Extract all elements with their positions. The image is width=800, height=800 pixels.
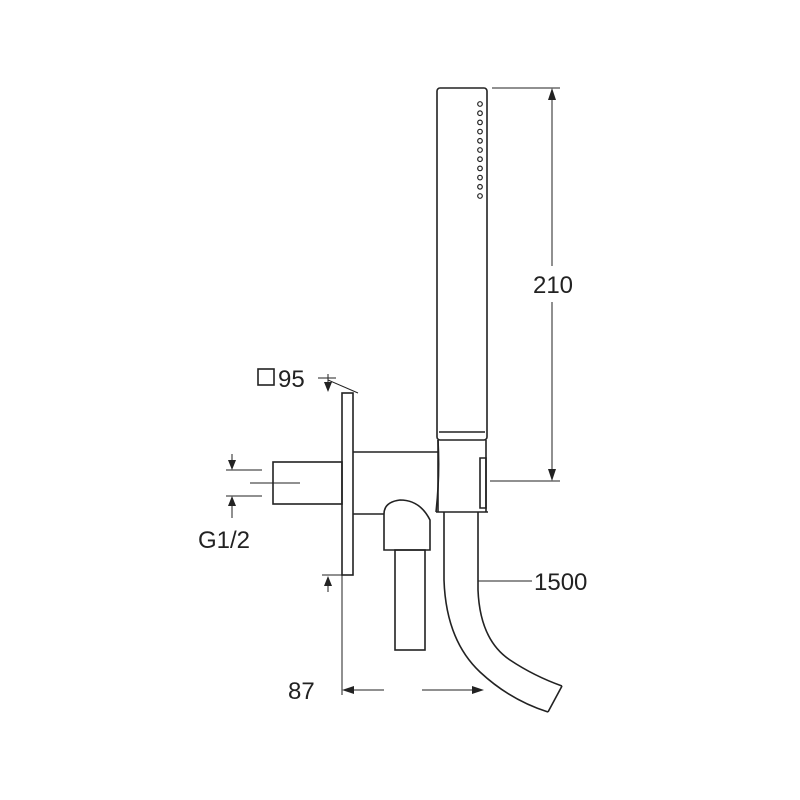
nozzle-dot (477, 137, 483, 144)
nozzle-dot (477, 101, 483, 107)
dimension-95: 95 (257, 366, 359, 592)
arrow-up (548, 88, 556, 100)
arrow-thread-top (228, 460, 236, 470)
outlet-pipe (394, 549, 426, 651)
nozzle-dot (477, 165, 483, 172)
arrow-thread-bottom (228, 496, 236, 506)
spray-nozzles (477, 101, 483, 199)
label-bg-210 (524, 266, 582, 302)
hose (443, 512, 563, 713)
label-95: 95 (278, 366, 305, 393)
nozzle-dot (477, 119, 483, 126)
holder-left-curve (435, 439, 440, 513)
ext-line-95-top (327, 379, 359, 394)
arrow-95-bottom (324, 576, 332, 586)
nozzle-dot (477, 183, 483, 190)
arrow-87-left (342, 686, 354, 694)
hand-shower (436, 87, 488, 441)
arrow-87-right (472, 686, 484, 694)
arrow-down (548, 469, 556, 481)
wall-plate (341, 392, 354, 576)
dimension-thread: G1/2 (198, 454, 262, 554)
label-87: 87 (288, 678, 315, 705)
nozzle-dot (477, 128, 483, 135)
square-symbol-icon (257, 368, 275, 386)
hose-outer-edge (443, 512, 549, 713)
nozzle-dot (477, 156, 483, 163)
outlet-elbow (383, 499, 431, 551)
hose-cut-end (547, 685, 563, 713)
label-1500: 1500 (534, 569, 587, 596)
dimension-210: 210 (490, 87, 582, 482)
nozzle-dot (477, 174, 483, 181)
dimension-87: 87 (288, 575, 484, 705)
label-thread: G1/2 (198, 527, 250, 554)
holder-clip (479, 457, 487, 509)
dimension-1500: 1500 (478, 569, 587, 596)
threaded-inlet (250, 461, 343, 505)
nozzle-dot (477, 110, 483, 117)
hand-shower-body (436, 87, 488, 441)
holder-sides (437, 440, 487, 512)
label-210: 210 (533, 272, 573, 299)
arrow-95-top (324, 382, 332, 392)
connector-arm (353, 451, 438, 515)
hose-outlet (383, 499, 431, 651)
holder-bracket (435, 439, 488, 513)
hose-inner-edge (477, 512, 563, 687)
nozzle-dot (477, 147, 483, 153)
nozzle-dot (477, 193, 483, 199)
